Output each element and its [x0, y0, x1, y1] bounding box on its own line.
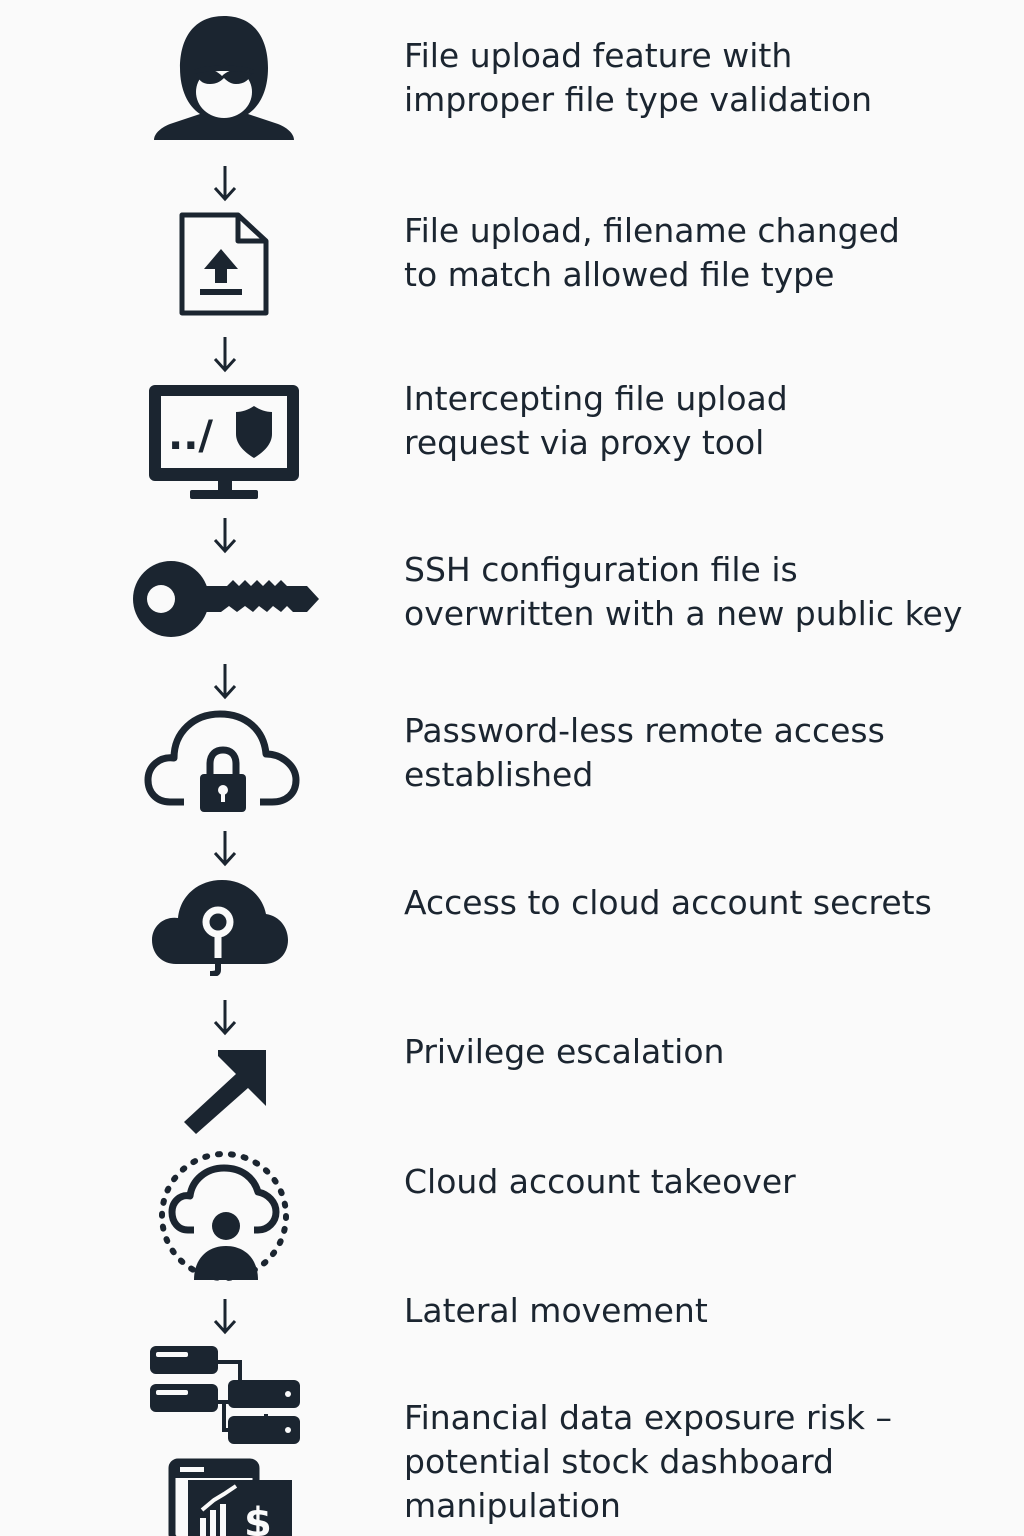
step-1-text: File upload feature with improper file t… — [404, 34, 1004, 122]
step-text-line: Password-less remote access — [404, 711, 885, 750]
step-text-line: established — [404, 755, 594, 794]
step-text-line: File upload, filename changed — [404, 211, 900, 250]
step-10-text: Financial data exposure risk – potential… — [404, 1396, 1004, 1528]
step-4-text: SSH configuration file is overwritten wi… — [404, 548, 1004, 636]
down-arrow-icon — [213, 337, 237, 373]
step-text-line: potential stock dashboard — [404, 1442, 834, 1481]
step-6-text: Access to cloud account secrets — [404, 881, 1004, 925]
key-icon — [133, 561, 319, 637]
file-upload-icon — [179, 212, 269, 316]
hooded-hacker-icon — [154, 16, 294, 140]
cloud-keyhole-icon — [152, 880, 288, 976]
step-9-text: Lateral movement — [404, 1289, 1004, 1333]
cloud-user-takeover-icon — [159, 1151, 289, 1281]
step-text-line: manipulation — [404, 1486, 621, 1525]
monitor-proxy-shield-icon: ../ — [149, 385, 299, 499]
down-arrow-icon — [213, 1299, 237, 1335]
step-text-line: SSH configuration file is — [404, 550, 798, 589]
step-text-line: Financial data exposure risk – — [404, 1398, 892, 1437]
step-text-line: to match allowed file type — [404, 255, 835, 294]
step-text-line: Lateral movement — [404, 1291, 708, 1330]
step-5-text: Password-less remote access established — [404, 709, 1004, 797]
network-servers-icon — [150, 1346, 300, 1444]
step-text-line: Access to cloud account secrets — [404, 883, 932, 922]
down-arrow-icon — [213, 518, 237, 554]
down-arrow-icon — [213, 664, 237, 700]
step-text-line: improper file type validation — [404, 80, 873, 119]
down-arrow-icon — [213, 831, 237, 867]
down-arrow-icon — [213, 166, 237, 202]
step-text-line: overwritten with a new public key — [404, 594, 963, 633]
step-2-text: File upload, filename changed to match a… — [404, 209, 1004, 297]
step-text-line: Cloud account takeover — [404, 1162, 796, 1201]
step-8-text: Cloud account takeover — [404, 1160, 1004, 1204]
step-3-text: Intercepting file upload request via pro… — [404, 377, 1004, 465]
step-text-line: File upload feature with — [404, 36, 793, 75]
step-7-text: Privilege escalation — [404, 1030, 1004, 1074]
step-text-line: Privilege escalation — [404, 1032, 725, 1071]
cloud-lock-icon — [144, 710, 300, 812]
step-text-line: Intercepting file upload — [404, 379, 788, 418]
step-text-line: request via proxy tool — [404, 423, 765, 462]
diagonal-arrow-icon — [184, 1050, 266, 1134]
stock-dashboard-dollar-icon: $ — [168, 1458, 292, 1536]
svg-text:../: ../ — [168, 413, 213, 459]
svg-text:$: $ — [244, 1500, 272, 1536]
down-arrow-icon — [213, 1000, 237, 1036]
